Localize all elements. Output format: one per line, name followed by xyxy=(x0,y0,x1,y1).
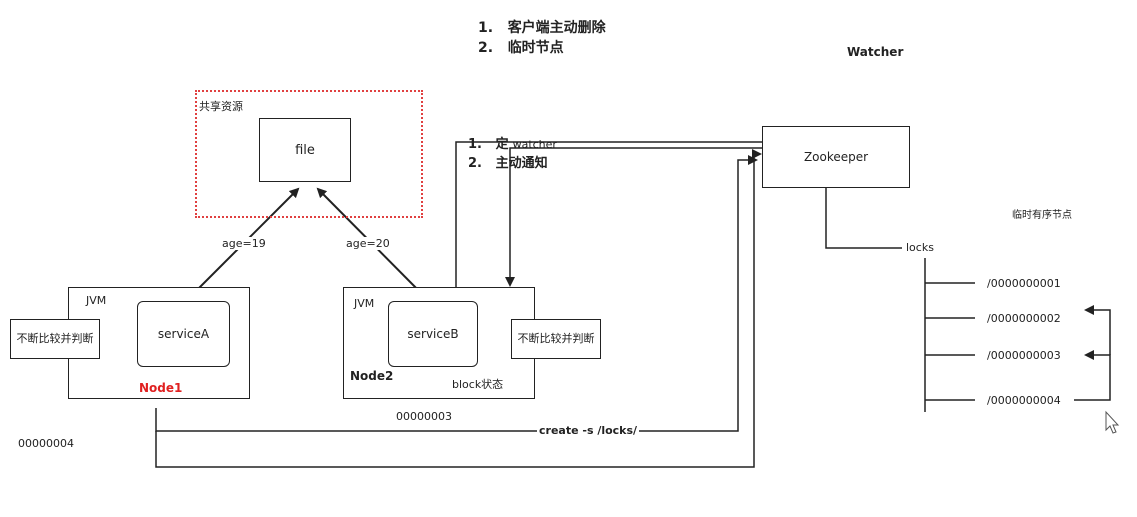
age-label-b: age=20 xyxy=(346,237,390,250)
watcher-title: Watcher xyxy=(847,45,904,59)
node2-jvm-label: JVM xyxy=(354,297,375,310)
file-label: file xyxy=(295,142,315,158)
shared-resource-region xyxy=(195,90,423,218)
node1-service-label: serviceA xyxy=(157,327,210,341)
node2-service-label: serviceB xyxy=(407,327,459,341)
edge-zookeeper-locks xyxy=(825,188,902,249)
notify-num-2: 2. xyxy=(468,156,482,171)
top-list-item-1: 客户端主动删除 xyxy=(507,20,606,36)
locks-label: locks xyxy=(906,241,934,254)
lock-node-4: /0000000004 xyxy=(987,394,1061,407)
lock-node-3: /0000000003 xyxy=(987,349,1061,362)
top-list-item-2: 临时节点 xyxy=(507,40,564,56)
notify-item-1: 定 xyxy=(495,137,509,152)
top-list-num-2: 2. xyxy=(478,40,494,56)
watch-arrow-4-to-3 xyxy=(1074,350,1111,401)
edge-node1-create xyxy=(155,149,762,468)
node2-service-box: serviceB xyxy=(388,301,478,367)
edge-node2-zookeeper-watch xyxy=(455,141,762,288)
node2-state: block状态 xyxy=(452,378,504,391)
notify-num-1: 1. xyxy=(468,137,482,152)
node1-side-box: 不断比较并判断 xyxy=(10,319,100,359)
seq-nodes-title: 临时有序节点 xyxy=(1012,210,1072,221)
top-list: 1. 客户端主动删除 2. 临时节点 xyxy=(478,18,606,58)
notify-item-1-watcher: watcher xyxy=(512,138,557,151)
node2-name: Node2 xyxy=(350,369,394,383)
edge-node2-create xyxy=(155,155,758,432)
age-label-a: age=19 xyxy=(222,237,266,250)
lock-node-2: /0000000002 xyxy=(987,312,1061,325)
edge-zookeeper-notify-node2 xyxy=(505,147,762,287)
node2-side-label: 不断比较并判断 xyxy=(517,332,595,345)
id-a: 00000003 xyxy=(396,410,452,423)
id-b: 00000004 xyxy=(18,437,74,450)
notify-item-2: 主动通知 xyxy=(495,156,548,171)
create-command: create -s /locks/ xyxy=(537,424,640,437)
watch-arrow-3-to-2 xyxy=(1084,305,1111,355)
zookeeper-label: Zookeeper xyxy=(803,150,869,164)
lock-node-1: /0000000001 xyxy=(987,277,1061,290)
node1-name: Node1 xyxy=(139,381,183,395)
zookeeper-box: Zookeeper xyxy=(762,126,910,188)
node2-side-box: 不断比较并判断 xyxy=(511,319,601,359)
node1-service-box: serviceA xyxy=(137,301,230,367)
shared-resource-label: 共享资源 xyxy=(199,100,243,113)
node1-side-label: 不断比较并判断 xyxy=(16,332,94,345)
top-list-num-1: 1. xyxy=(478,20,494,36)
node1-jvm-label: JVM xyxy=(86,294,107,307)
file-box: file xyxy=(259,118,351,182)
mouse-cursor-icon xyxy=(1105,410,1120,434)
